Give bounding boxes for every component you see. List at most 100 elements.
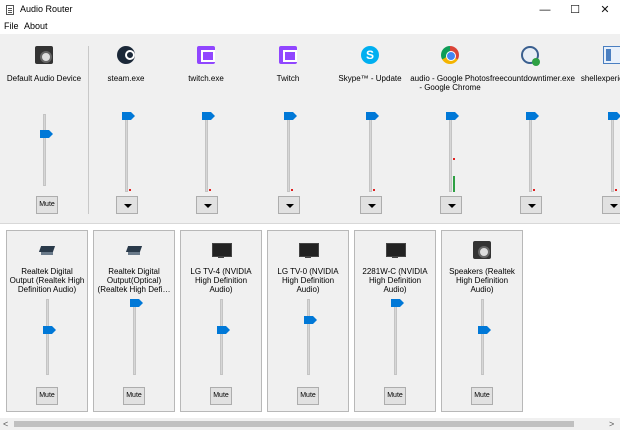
volume-slider-track[interactable]	[220, 299, 223, 375]
app-label: freecountdowntimer.exe	[490, 74, 575, 83]
volume-slider-thumb[interactable]	[391, 299, 404, 307]
device-dropdown-button[interactable]	[278, 196, 300, 214]
volume-slider-track[interactable]	[481, 299, 484, 375]
app-label: Skype™ - Update	[338, 74, 402, 83]
volume-slider-thumb[interactable]	[217, 326, 230, 335]
mute-button[interactable]: Mute	[123, 387, 145, 405]
maximize-button[interactable]: ☐	[570, 4, 580, 16]
device-dropdown-button[interactable]	[116, 196, 138, 214]
volume-slider-thumb[interactable]	[130, 299, 143, 307]
app-column: S Skype™ - Update	[330, 34, 410, 223]
volume-slider-thumb[interactable]	[40, 130, 53, 138]
device-panel: Speakers (Realtek High Definition Audio)…	[441, 230, 523, 412]
digital-audio-device-icon	[38, 241, 56, 259]
volume-slider-track[interactable]	[46, 299, 49, 375]
menu-bar: File About	[0, 20, 620, 34]
digital-audio-device-icon	[125, 241, 143, 259]
app-label: shellexperien exe	[580, 74, 620, 83]
mute-button[interactable]: Mute	[36, 387, 58, 405]
level-meter-bar	[453, 176, 455, 192]
volume-slider-track[interactable]	[205, 112, 208, 192]
volume-slider-track[interactable]	[529, 112, 532, 192]
title-bar: Audio Router — ☐ ✕	[0, 0, 620, 20]
volume-slider-thumb[interactable]	[446, 112, 459, 120]
default-device-separator	[88, 46, 89, 214]
mute-button[interactable]: Mute	[210, 387, 232, 405]
device-dropdown-button[interactable]	[520, 196, 542, 214]
speaker-icon	[473, 241, 491, 259]
scrollbar-thumb[interactable]	[14, 421, 574, 427]
volume-slider-track[interactable]	[125, 112, 128, 192]
volume-slider-thumb[interactable]	[304, 316, 317, 324]
app-column: twitch.exe	[166, 34, 246, 223]
device-panel: Realtek Digital Output (Realtek High Def…	[6, 230, 88, 412]
app-label: Default Audio Device	[6, 74, 82, 83]
volume-slider-thumb[interactable]	[366, 112, 379, 120]
scroll-right-arrow[interactable]: >	[609, 419, 615, 429]
device-dropdown-button[interactable]	[360, 196, 382, 214]
tv-icon	[212, 241, 232, 259]
menu-file[interactable]: File	[4, 21, 19, 31]
minimize-button[interactable]: —	[539, 4, 551, 16]
tv-icon	[386, 241, 406, 259]
peak-indicator	[453, 158, 455, 161]
device-dropdown-button[interactable]	[440, 196, 462, 214]
skype-icon: S	[361, 46, 379, 64]
volume-slider-thumb[interactable]	[526, 112, 539, 120]
app-column: Twitch	[248, 34, 328, 223]
volume-slider-thumb[interactable]	[608, 112, 620, 120]
chrome-icon	[441, 46, 459, 64]
steam-icon	[117, 46, 135, 64]
mute-button[interactable]: Mute	[36, 196, 58, 214]
volume-slider-track[interactable]	[287, 112, 290, 192]
device-label: Realtek Digital Output(Optical) (Realtek…	[97, 267, 171, 294]
twitch-icon	[279, 46, 297, 64]
app-document-icon	[6, 5, 14, 15]
peak-indicator	[373, 188, 375, 191]
clock-icon	[521, 46, 540, 66]
volume-slider-track[interactable]	[133, 299, 136, 375]
device-label: Realtek Digital Output (Realtek High Def…	[9, 267, 85, 294]
device-panel: Realtek Digital Output(Optical) (Realtek…	[93, 230, 175, 412]
volume-slider-track[interactable]	[43, 114, 46, 186]
mute-button[interactable]: Mute	[297, 387, 319, 405]
peak-indicator	[209, 188, 211, 191]
scroll-left-arrow[interactable]: <	[3, 419, 9, 429]
volume-slider-track[interactable]	[394, 299, 397, 375]
volume-slider-thumb[interactable]	[478, 326, 491, 335]
device-label: LG TV-4 (NVIDIA High Definition Audio)	[190, 267, 252, 294]
horizontal-scrollbar[interactable]: < >	[0, 418, 620, 430]
mute-button[interactable]: Mute	[471, 387, 493, 405]
tv-icon	[299, 241, 319, 259]
device-dropdown-button[interactable]	[196, 196, 218, 214]
device-dropdown-button[interactable]	[602, 196, 620, 214]
shell-icon	[603, 46, 620, 64]
app-label: steam.exe	[107, 74, 145, 83]
device-label: 2281W-C (NVIDIA High Definition Audio)	[362, 267, 428, 294]
device-label: Speakers (Realtek High Definition Audio)	[449, 267, 515, 294]
device-panel: LG TV-4 (NVIDIA High Definition Audio) Mu…	[180, 230, 262, 412]
mute-button[interactable]: Mute	[384, 387, 406, 405]
menu-about[interactable]: About	[24, 21, 48, 31]
volume-slider-thumb[interactable]	[122, 112, 135, 120]
speaker-icon	[35, 46, 53, 64]
volume-slider-track[interactable]	[369, 112, 372, 192]
window-title: Audio Router	[20, 4, 73, 14]
peak-indicator	[129, 188, 131, 191]
volume-slider-thumb[interactable]	[202, 112, 215, 120]
volume-slider-track[interactable]	[611, 112, 614, 192]
close-button[interactable]: ✕	[600, 4, 610, 16]
twitch-icon	[197, 46, 215, 64]
peak-indicator	[615, 188, 617, 191]
volume-slider-track[interactable]	[307, 299, 310, 375]
app-column: shellexperien exe	[572, 34, 620, 223]
device-panel: 2281W-C (NVIDIA High Definition Audio) Mu…	[354, 230, 436, 412]
app-label: Twitch	[276, 74, 300, 83]
app-column: steam.exe	[86, 34, 166, 223]
volume-slider-track[interactable]	[449, 112, 452, 192]
app-column: freecountdowntimer.exe	[490, 34, 575, 223]
volume-slider-thumb[interactable]	[43, 326, 56, 335]
volume-slider-thumb[interactable]	[284, 112, 297, 120]
